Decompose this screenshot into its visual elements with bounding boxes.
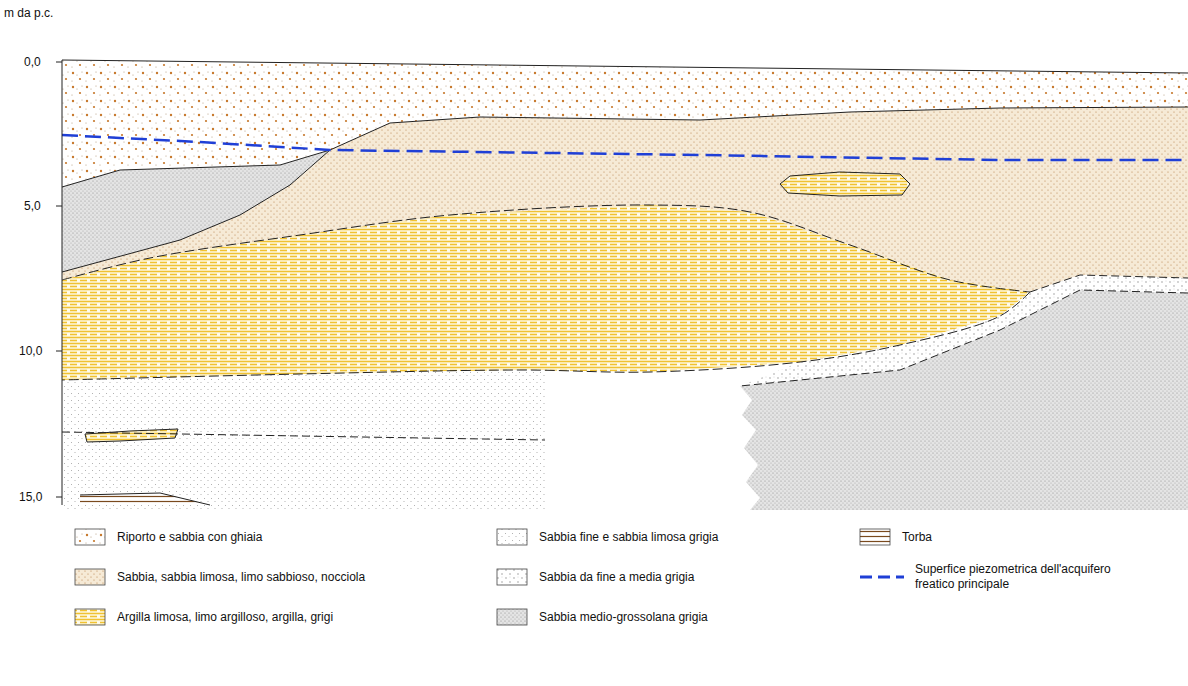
legend-text: Riporto e sabbia con ghiaia — [117, 530, 417, 545]
axis-tick — [56, 351, 62, 352]
legend-text: Sabbia da fine a media grigia — [539, 570, 819, 585]
ground-surface — [62, 60, 1188, 73]
depth-value: 0,0 — [24, 55, 41, 69]
boundary-line — [62, 107, 1188, 187]
coarse-sand-layer — [740, 290, 1188, 510]
axis-title: m da p.c. — [4, 6, 53, 20]
legend-text: Torba — [902, 530, 1162, 545]
legend-text: Argilla limosa, limo argilloso, argilla,… — [117, 610, 447, 625]
axis-tick — [56, 62, 62, 63]
fine-sand-layer — [62, 370, 545, 510]
boundary-line — [62, 432, 545, 440]
axis-tick — [56, 497, 62, 498]
piezometric-line — [62, 135, 1188, 160]
axis-tick — [56, 206, 62, 207]
lens-outline — [780, 172, 910, 196]
legend-text: Sabbia medio-grossolana grigia — [539, 610, 819, 625]
legend-swatch — [497, 569, 527, 585]
peat-lens — [80, 493, 210, 505]
lens-outline — [85, 429, 178, 442]
legend-swatch — [860, 529, 890, 545]
legend-text: Sabbia fine e sabbia limosa grigia — [539, 530, 819, 545]
legend-text: Superfice piezometrica dell'acquifero fr… — [915, 562, 1115, 592]
legend-swatch — [497, 609, 527, 625]
legend-text: Sabbia, sabbia limosa, limo sabbioso, no… — [117, 570, 447, 585]
legend-swatch — [75, 609, 105, 625]
depth-axis — [62, 60, 63, 505]
boundary-line — [62, 292, 1030, 380]
depth-value: 10,0 — [19, 344, 42, 358]
boundary-line — [62, 150, 330, 272]
clay-lens — [85, 429, 178, 442]
legend-swatch — [75, 529, 105, 545]
boundary-line — [62, 205, 1030, 292]
boundary-line — [1030, 275, 1188, 292]
lens-outline — [80, 493, 210, 505]
legend-swatch — [75, 569, 105, 585]
depth-value: 15,0 — [19, 490, 42, 504]
boundary-line — [740, 290, 1188, 386]
legend-swatch — [497, 529, 527, 545]
depth-value: 5,0 — [24, 199, 41, 213]
legend-line-sample — [860, 576, 904, 579]
clay-lens — [780, 172, 910, 196]
